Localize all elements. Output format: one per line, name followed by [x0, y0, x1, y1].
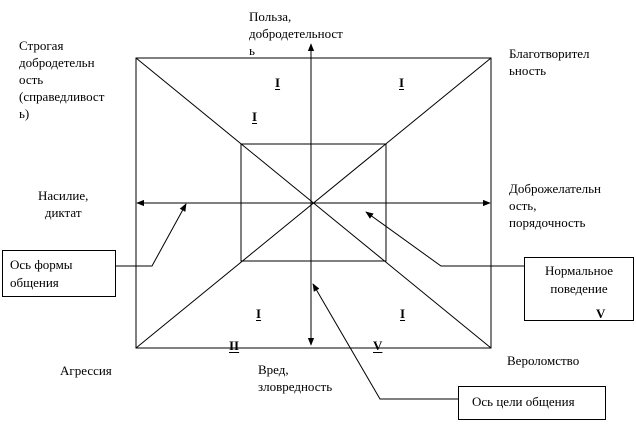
mark-bottom-right: I: [400, 306, 406, 321]
label-strict-virtue: Строгая добродетельн ость (справедливост…: [19, 38, 105, 121]
label-aggression: Агрессия: [60, 363, 112, 378]
callout-normal-behavior: Нормальное поведение V: [524, 257, 634, 321]
normal-behavior-pointer: [365, 211, 524, 267]
mark-top-right: I: [399, 75, 405, 90]
mark-upper-left-inner: I: [252, 109, 258, 124]
label-charity: Благотворител ьность: [509, 46, 590, 78]
callout-goal-axis: Ось цели общения: [458, 386, 606, 420]
label-harm: Вред, зловредность: [258, 362, 333, 394]
mark-bottom-v: V: [373, 338, 383, 353]
goal-axis-pointer: [312, 283, 458, 400]
mark-bottom-ii: II: [229, 338, 240, 353]
label-benevolence: Доброжелательн ость, порядочность: [509, 181, 601, 230]
label-perfidy: Вероломство: [507, 353, 580, 368]
mark-bottom-left: I: [256, 306, 262, 321]
label-violence: Насилие, диктат: [38, 188, 89, 220]
mark-callout-v: V: [596, 306, 606, 321]
form-axis-pointer: [116, 203, 187, 267]
callout-form-axis: Ось формы общения: [2, 250, 116, 297]
mark-top-left: I: [275, 75, 281, 90]
label-benefit: Польза, добродетельност ь: [249, 9, 343, 58]
